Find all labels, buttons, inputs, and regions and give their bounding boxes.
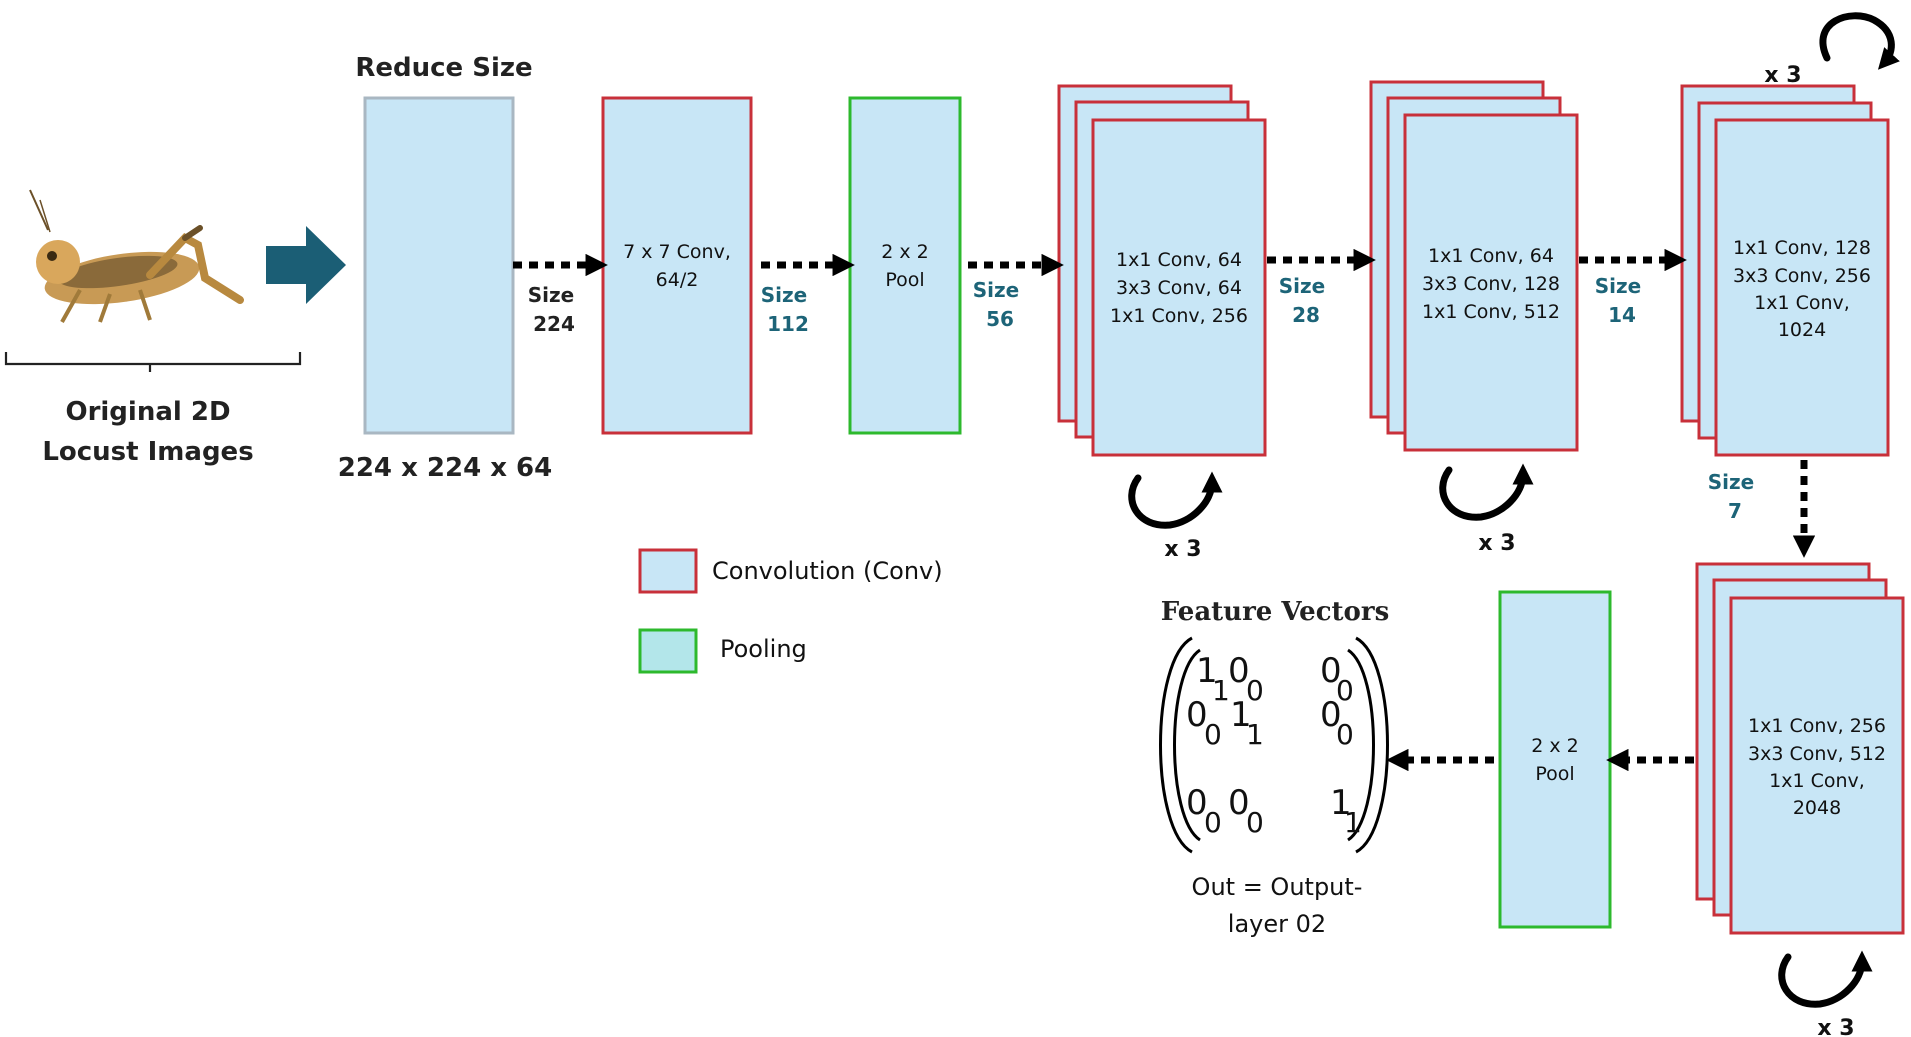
stage2-stack	[1369, 80, 1579, 452]
svg-text:0: 0	[1228, 651, 1250, 691]
size28-num: 28	[1292, 303, 1320, 327]
svg-text:1: 1	[1212, 674, 1230, 707]
conv7-line2: 64/2	[656, 269, 699, 291]
input-arrow	[266, 226, 346, 304]
pool2-box	[1498, 590, 1612, 929]
svg-text:0: 0	[1320, 651, 1342, 691]
svg-text:0: 0	[1246, 806, 1264, 839]
matrix-digits: 1 1 0 0 0 0 0 0 1 1 0 0 0 0 0 0 1 1	[1186, 651, 1362, 839]
svg-text:0: 0	[1186, 695, 1208, 735]
stage3-line3: 1x1 Conv,	[1754, 292, 1850, 314]
stage4-stack	[1695, 562, 1905, 935]
output-label-line2: layer 02	[1228, 910, 1326, 938]
legend-pool-label: Pooling	[720, 635, 807, 663]
input-box	[363, 96, 515, 435]
flow-arrows	[513, 248, 1816, 772]
stage3-line2: 3x3 Conv, 256	[1733, 265, 1871, 287]
original-label-line1: Original 2D	[65, 397, 230, 427]
pool1-box	[848, 96, 962, 435]
repeat-stage4: x 3	[1817, 1016, 1854, 1037]
output-label-line1: Out = Output-	[1192, 873, 1363, 901]
svg-text:0: 0	[1204, 718, 1222, 751]
size7-num: 7	[1728, 499, 1742, 523]
original-label-line2: Locust Images	[42, 437, 253, 467]
stage3-line4: 1024	[1778, 319, 1826, 341]
pool1-line1: 2 x 2	[881, 241, 929, 263]
size14-num: 14	[1608, 303, 1636, 327]
stage2-line2: 3x3 Conv, 128	[1422, 273, 1560, 295]
pool1-line2: Pool	[885, 269, 924, 291]
feature-vectors-title: Feature Vectors	[1161, 597, 1389, 627]
matrix-brackets	[1159, 636, 1389, 854]
stage2-line3: 1x1 Conv, 512	[1422, 301, 1560, 323]
repeat-stage3: x 3	[1764, 63, 1801, 88]
size56-num: 56	[986, 307, 1014, 331]
stage4-line4: 2048	[1793, 797, 1841, 819]
svg-text:1: 1	[1196, 651, 1218, 691]
legend-conv-label: Convolution (Conv)	[712, 557, 943, 585]
repeat-stage2: x 3	[1478, 531, 1515, 556]
legend-conv-swatch	[638, 548, 698, 594]
conv7-line1: 7 x 7 Conv,	[623, 241, 731, 263]
stage1-line1: 1x1 Conv, 64	[1116, 249, 1242, 271]
legend-pool-swatch	[638, 628, 698, 674]
curl-arrow-icons	[1128, 12, 1900, 1008]
image-brace	[4, 352, 302, 372]
locust-image	[29, 189, 244, 323]
stage1-line3: 1x1 Conv, 256	[1110, 305, 1248, 327]
svg-text:0: 0	[1320, 695, 1342, 735]
stage2-line1: 1x1 Conv, 64	[1428, 245, 1554, 267]
stage3-line1: 1x1 Conv, 128	[1733, 237, 1871, 259]
reduce-size-label: Reduce Size	[355, 53, 532, 83]
size56-word: Size	[973, 278, 1019, 302]
stage1-stack	[1057, 84, 1267, 457]
size224-num: 224	[533, 312, 575, 336]
svg-text:0: 0	[1336, 718, 1354, 751]
repeat-stage1: x 3	[1164, 537, 1201, 562]
conv7-box	[601, 96, 753, 435]
size112-word: Size	[761, 283, 807, 307]
pool2-line1: 2 x 2	[1531, 735, 1579, 757]
stage4-line3: 1x1 Conv,	[1769, 770, 1865, 792]
stage3-stack	[1680, 84, 1890, 457]
svg-text:1: 1	[1330, 783, 1352, 823]
size112-num: 112	[767, 312, 809, 336]
svg-text:1: 1	[1246, 718, 1264, 751]
svg-text:0: 0	[1204, 806, 1222, 839]
svg-text:0: 0	[1246, 674, 1264, 707]
svg-text:1: 1	[1344, 806, 1362, 839]
svg-text:1: 1	[1230, 695, 1252, 735]
size7-word: Size	[1708, 470, 1754, 494]
input-dims-label: 224 x 224 x 64	[338, 453, 552, 483]
size224-word: Size	[528, 283, 574, 307]
size28-word: Size	[1279, 274, 1325, 298]
svg-text:0: 0	[1336, 674, 1354, 707]
stage4-line1: 1x1 Conv, 256	[1748, 715, 1886, 737]
stage1-line2: 3x3 Conv, 64	[1116, 277, 1242, 299]
svg-text:0: 0	[1228, 783, 1250, 823]
svg-text:0: 0	[1186, 783, 1208, 823]
stage4-line2: 3x3 Conv, 512	[1748, 743, 1886, 765]
size14-word: Size	[1595, 274, 1641, 298]
pool2-line2: Pool	[1535, 763, 1574, 785]
